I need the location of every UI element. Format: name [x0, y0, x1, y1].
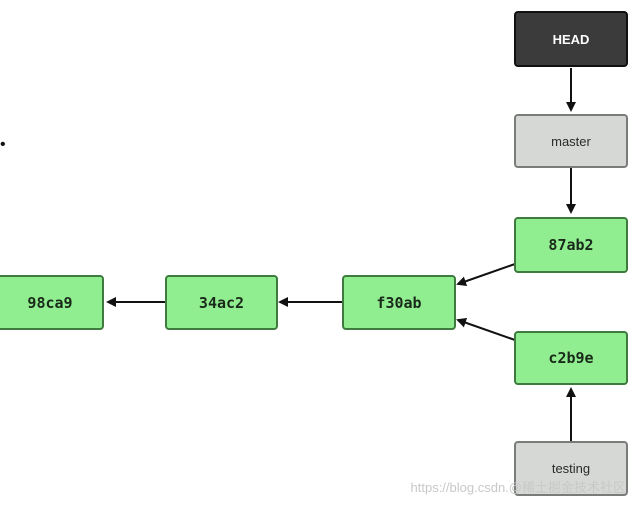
commit-87ab2: 87ab2 — [514, 217, 628, 273]
commit-34ac2: 34ac2 — [165, 275, 278, 330]
arrow-c2b9e-to-f30ab — [456, 317, 516, 341]
branch-testing: testing — [514, 441, 628, 496]
branch-master: master — [514, 114, 628, 168]
edge-fragment: • — [0, 136, 6, 153]
arrow-87ab2-to-f30ab — [456, 263, 516, 287]
head-pointer: HEAD — [514, 11, 628, 67]
commit-c2b9e: c2b9e — [514, 331, 628, 385]
commit-f30ab: f30ab — [342, 275, 456, 330]
watermark-text: https://blog.csdn.@稀土掘金技术社区 — [410, 480, 626, 495]
commit-98ca9: 98ca9 — [0, 275, 104, 330]
